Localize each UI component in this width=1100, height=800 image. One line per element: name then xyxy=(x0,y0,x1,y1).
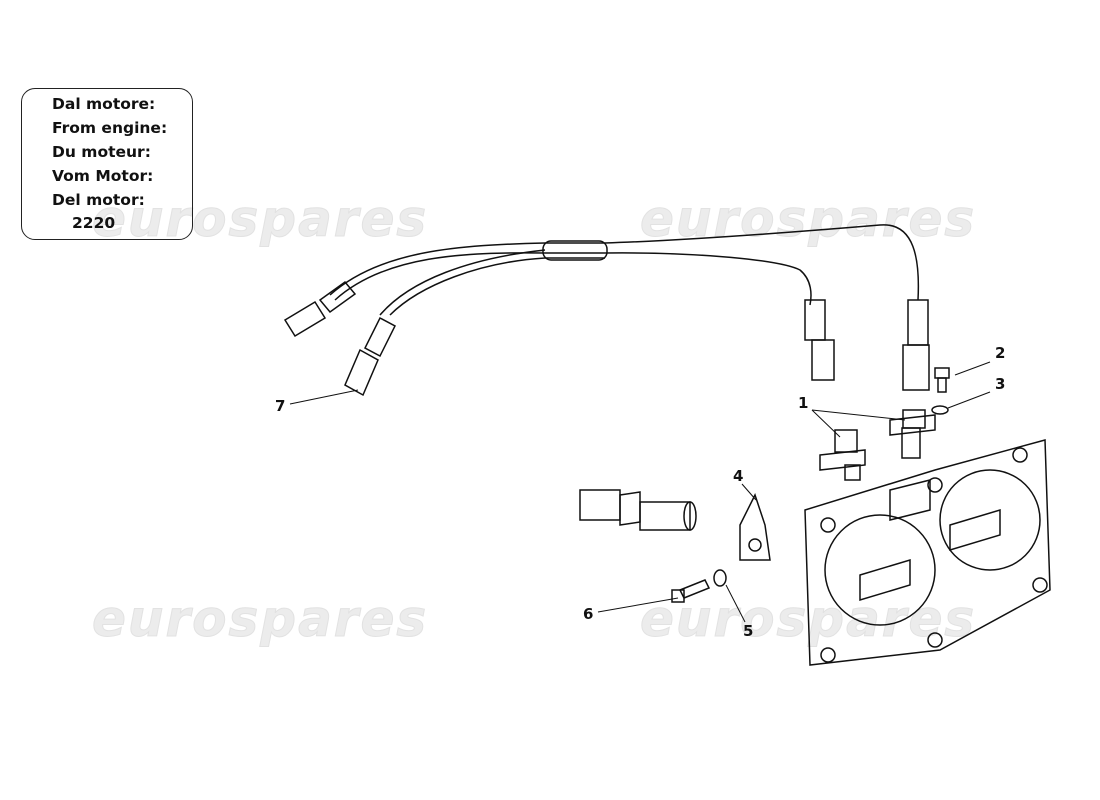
callout-6: 6 xyxy=(583,605,594,623)
leader-lines xyxy=(289,361,991,623)
engine-applicability-box: Dal motore: From engine: Du moteur: Vom … xyxy=(21,88,193,240)
watermark: eurospares xyxy=(639,590,977,649)
screw-6 xyxy=(671,579,711,603)
bracket-4 xyxy=(739,493,771,561)
callout-5: 5 xyxy=(743,622,754,640)
connector-right-outer xyxy=(902,299,930,391)
label-spanish: Del motor: xyxy=(52,191,145,209)
label-english: From engine: xyxy=(52,119,168,137)
label-french: Du moteur: xyxy=(52,143,151,161)
callout-7: 7 xyxy=(275,397,286,415)
wiring-harness xyxy=(329,224,920,316)
connector-right-inner xyxy=(804,299,835,381)
engine-number: 2220 xyxy=(72,214,116,232)
label-italian: Dal motore: xyxy=(52,95,156,113)
callout-1: 1 xyxy=(798,394,809,412)
washer-3 xyxy=(931,405,949,415)
callout-4: 4 xyxy=(733,467,744,485)
sensor-bolt xyxy=(579,489,697,531)
screw-2 xyxy=(934,367,950,393)
callout-2: 2 xyxy=(995,344,1006,362)
sensor-1 xyxy=(819,409,936,481)
callout-3: 3 xyxy=(995,375,1006,393)
watermark: eurospares xyxy=(91,190,429,249)
connector-left-lower xyxy=(344,316,396,397)
washer-5 xyxy=(713,569,727,587)
cam-cover-plate xyxy=(804,439,1051,666)
label-german: Vom Motor: xyxy=(52,167,154,185)
connector-left-upper xyxy=(283,280,357,338)
watermark: eurospares xyxy=(91,590,429,649)
